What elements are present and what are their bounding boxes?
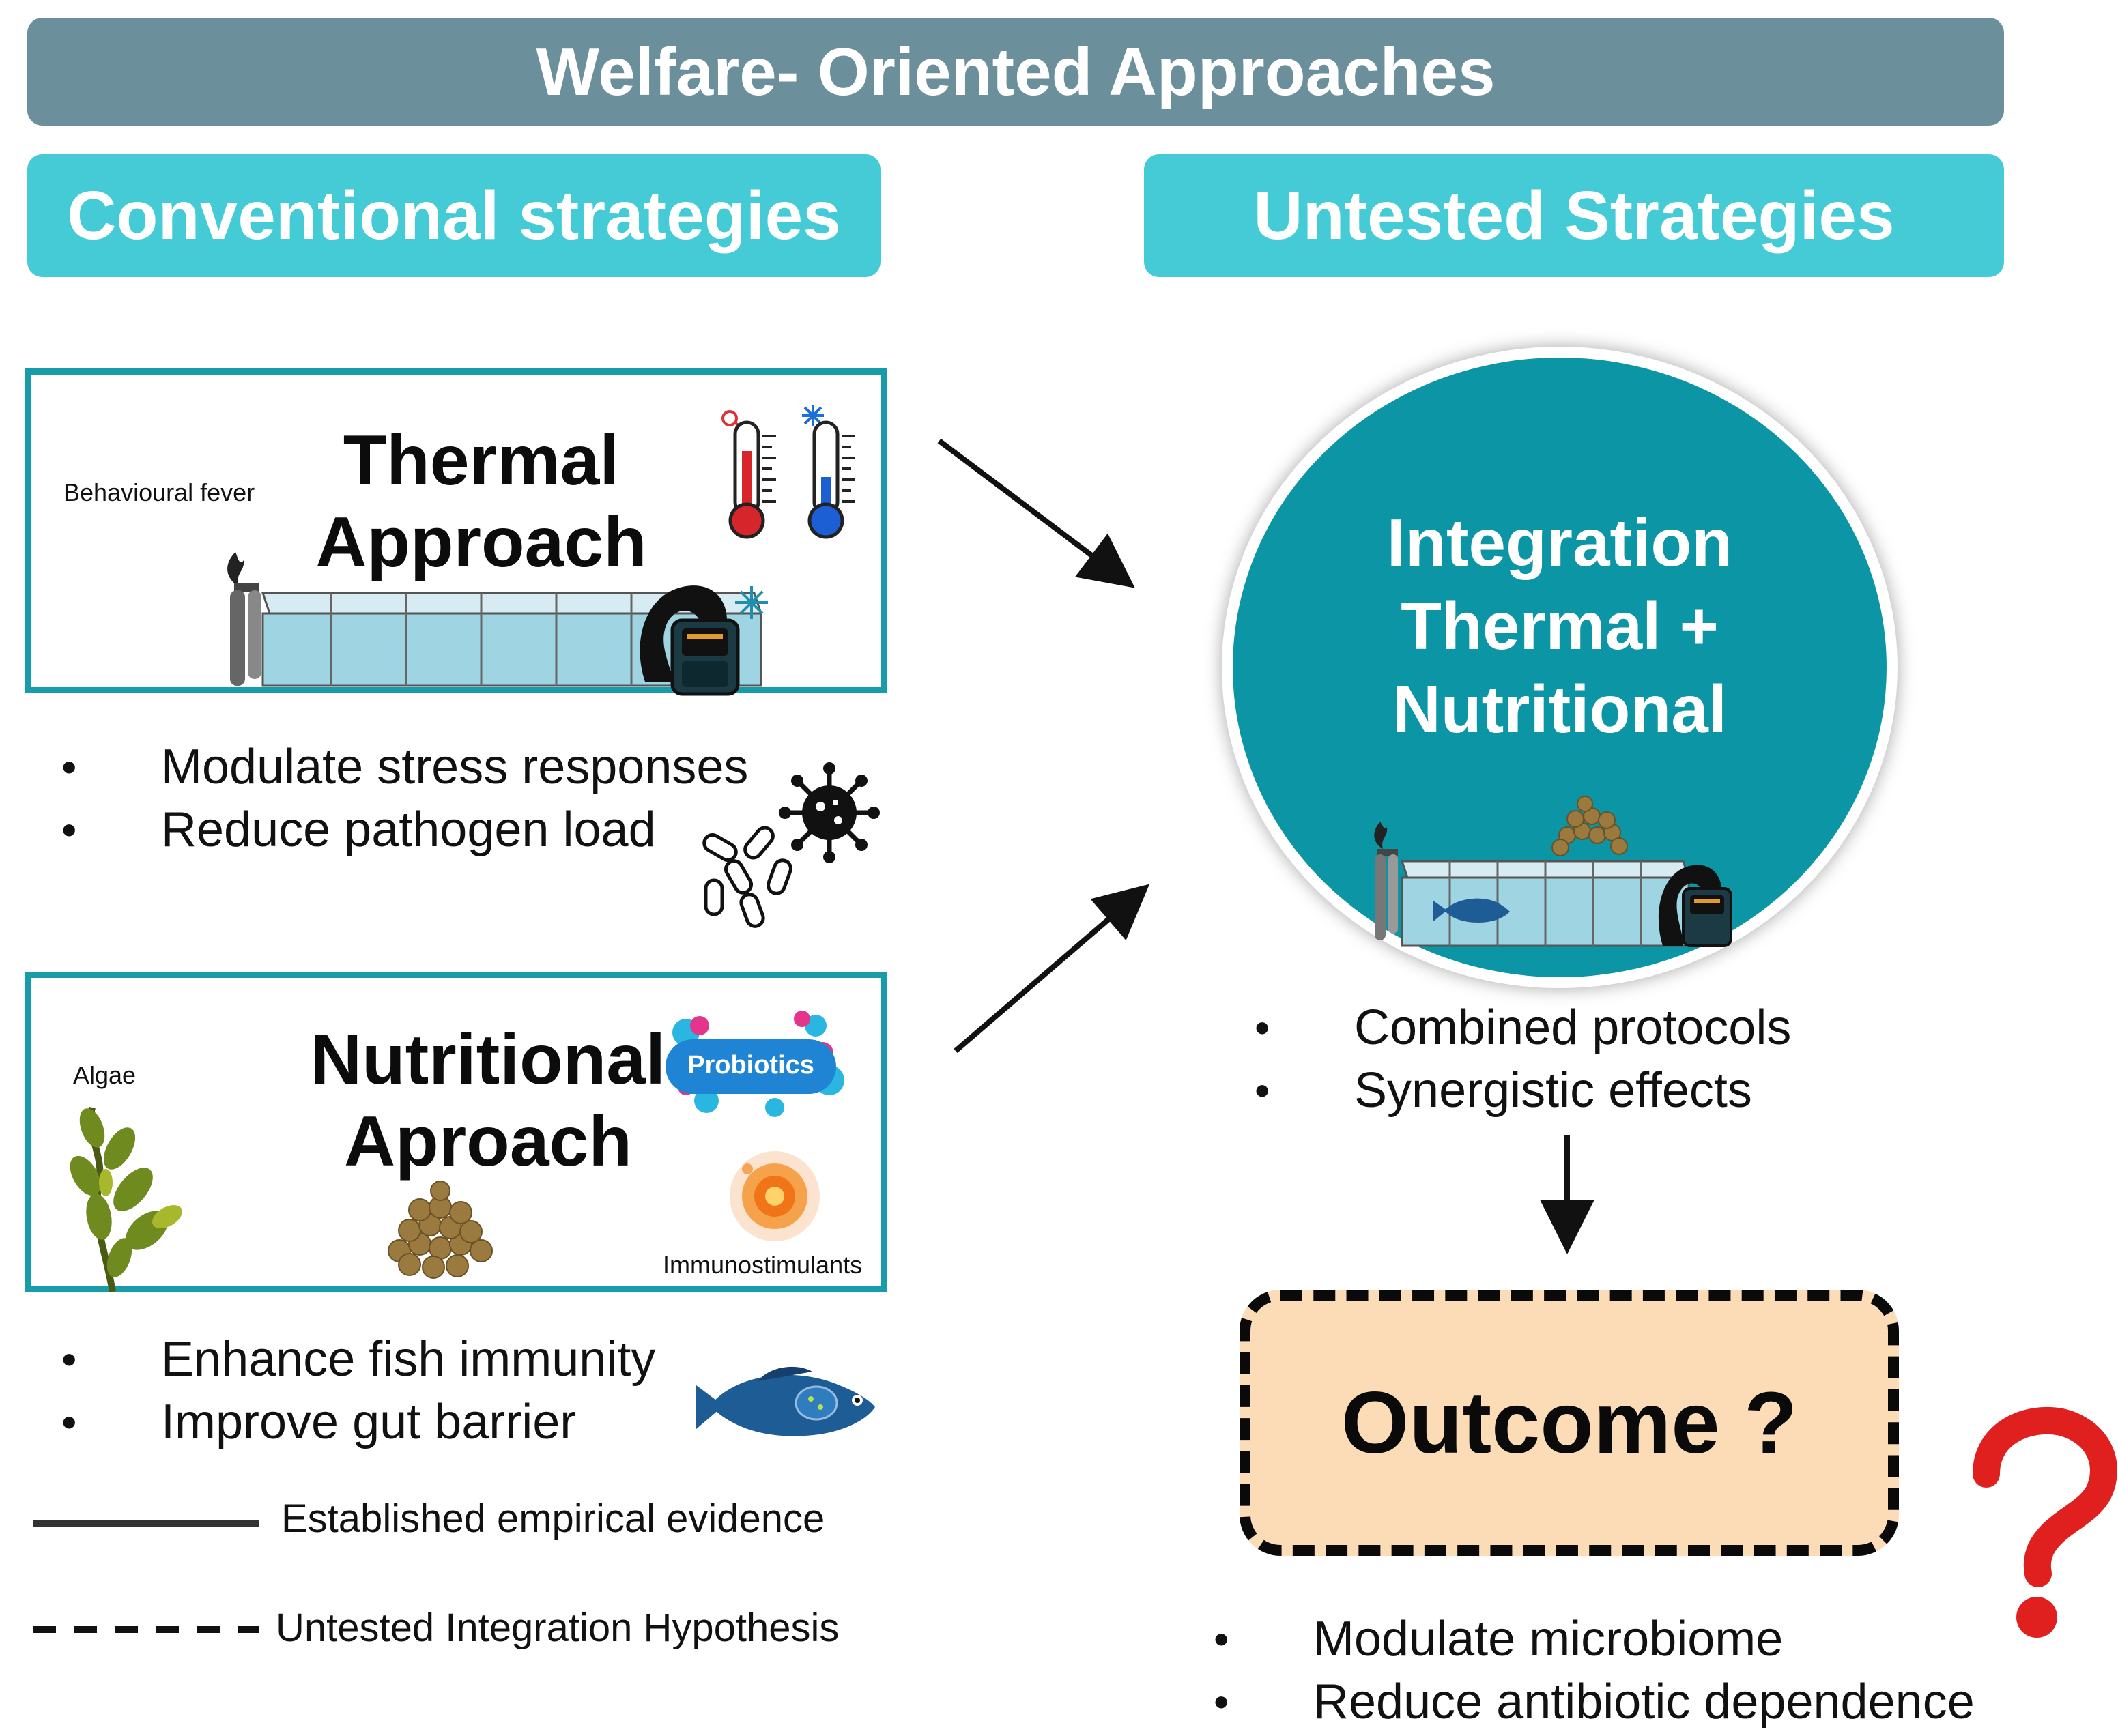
integration-circle: Integration Thermal + Nutritional bbox=[1222, 347, 1898, 988]
list-item: Modulate microbiome bbox=[1188, 1608, 1975, 1670]
banner-title: Welfare- Oriented Approaches bbox=[536, 33, 1496, 109]
bacteria-icon bbox=[702, 826, 792, 928]
fish-icon bbox=[696, 1366, 875, 1436]
integration-title: Integration Thermal + Nutritional bbox=[1386, 505, 1733, 747]
algae-label: Algae bbox=[73, 1061, 137, 1089]
algae-icon bbox=[70, 1106, 182, 1292]
nutritional-bullets: Enhance fish immunity Improve gut barrie… bbox=[35, 1328, 655, 1453]
outcome-label: Outcome ? bbox=[1341, 1374, 1798, 1472]
list-item: Synergistic effects bbox=[1229, 1059, 1791, 1122]
behavioural-fever-label: Behavioural fever bbox=[63, 478, 255, 506]
list-item: Enhance fish immunity bbox=[35, 1328, 655, 1391]
thermal-approach-title: Thermal Approach bbox=[315, 421, 647, 582]
list-item: Reduce antibiotic dependence bbox=[1188, 1670, 1975, 1733]
feed-pellets-icon bbox=[388, 1181, 493, 1279]
nutritional-to-integration-arrow bbox=[954, 884, 1150, 1054]
list-item: Combined protocols bbox=[1229, 996, 1791, 1059]
fish-icon bbox=[1433, 898, 1510, 923]
legend-solid-label: Established empirical evidence bbox=[281, 1496, 825, 1541]
chiller-icon bbox=[640, 585, 768, 696]
nutritional-approach-panel: Algae Nutritional Aproach bbox=[25, 972, 887, 1292]
chiller-icon bbox=[1658, 865, 1732, 947]
probiotics-icon: Probiotics bbox=[666, 1011, 844, 1117]
list-item: Modulate stress responses bbox=[35, 736, 748, 798]
integration-tank-icon bbox=[1374, 796, 1732, 947]
main-banner: Welfare- Oriented Approaches bbox=[27, 18, 2004, 126]
thermal-to-integration-arrow bbox=[937, 438, 1135, 588]
nutritional-approach-title: Nutritional Aproach bbox=[311, 1020, 666, 1181]
feed-pellets-icon bbox=[1551, 796, 1628, 856]
thermal-approach-panel: Behavioural fever Thermal Approach bbox=[25, 368, 887, 696]
integration-bullets: Combined protocols Synergistic effects bbox=[1229, 996, 1791, 1122]
thermal-bullets: Modulate stress responses Reduce pathoge… bbox=[35, 736, 748, 861]
list-item: Improve gut barrier bbox=[35, 1391, 655, 1453]
untested-header: Untested Strategies bbox=[1144, 154, 2004, 277]
legend-lines bbox=[33, 1520, 259, 1633]
list-item: Reduce pathogen load bbox=[35, 798, 748, 861]
legend-dashed-label: Untested Integration Hypothesis bbox=[276, 1606, 840, 1650]
immunostimulant-icon bbox=[730, 1151, 820, 1241]
immunostimulants-label: Immunostimulants bbox=[663, 1251, 863, 1279]
heater-icon bbox=[227, 552, 261, 686]
question-mark-icon bbox=[1973, 1406, 2117, 1638]
heater-icon bbox=[1374, 822, 1398, 940]
outcome-bullets: Modulate microbiome Reduce antibiotic de… bbox=[1188, 1608, 1975, 1733]
outcome-box: Outcome ? bbox=[1240, 1290, 1899, 1556]
probiotics-text: Probiotics bbox=[687, 1051, 814, 1080]
thermometer-cold-icon bbox=[802, 405, 855, 539]
untested-header-label: Untested Strategies bbox=[1253, 177, 1895, 254]
conventional-header-label: Conventional strategies bbox=[67, 177, 841, 254]
thermometer-hot-icon bbox=[721, 410, 776, 539]
virus-icon bbox=[779, 762, 880, 863]
conventional-header: Conventional strategies bbox=[27, 154, 881, 277]
